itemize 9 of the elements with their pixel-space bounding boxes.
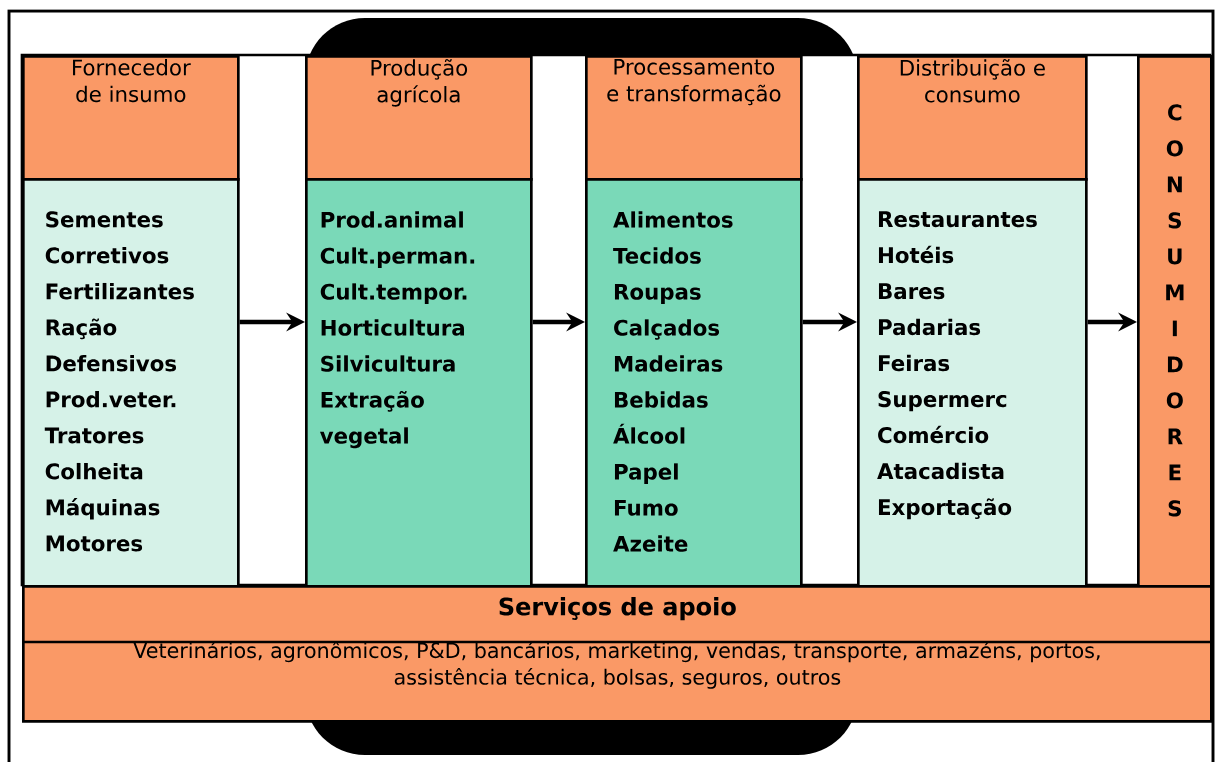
stage-box: Alimentos Tecidos Roupas Calçados Madeiras Bebidas Álcool Papel Fumo Azeite — [585, 178, 803, 588]
consumer-box: CONSUMIDORES — [1137, 55, 1213, 588]
stage-header: Produção agrícola — [305, 55, 533, 181]
stage-box: Prod.animal Cult.perman. Cult.tempor. Horticultura Silvicultura Extração vegetal — [305, 178, 533, 588]
stage-header: Fornecedor de insumo — [22, 55, 240, 181]
stage-box: Restaurantes Hotéis Bares Padarias Feiras Supermerc Comércio Atacadista Exportação — [857, 178, 1088, 588]
stage-header: Processamento e transformação — [585, 55, 803, 181]
stage-box: Sementes Corretivos Fertilizantes Ração Defensivos Prod.veter. Tratores Colheita Máquinas Motores — [22, 178, 240, 588]
stage-header: Distribuição e consumo — [857, 55, 1088, 181]
